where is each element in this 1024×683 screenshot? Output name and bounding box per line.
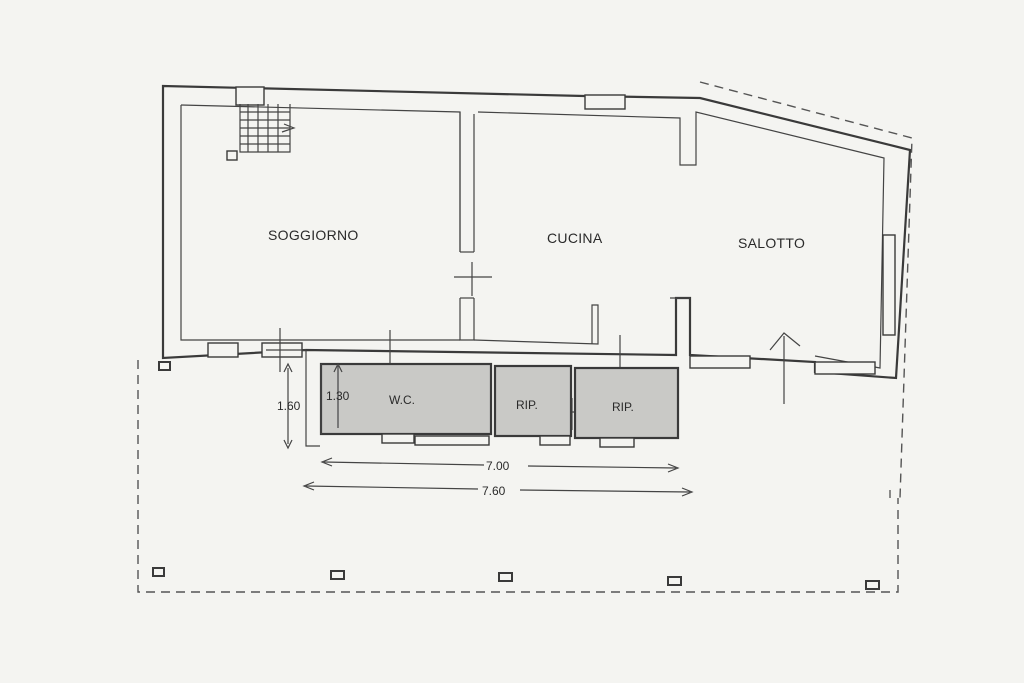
- post: [865, 580, 880, 590]
- stair-post: [226, 150, 238, 161]
- room-label-salotto: SALOTTO: [738, 235, 805, 251]
- window: [381, 433, 415, 444]
- staircase-icon: [226, 104, 296, 161]
- room-label-cucina: CUCINA: [547, 230, 603, 246]
- room-label-soggiorno: SOGGIORNO: [268, 227, 359, 243]
- soggiorno-room: [180, 105, 475, 341]
- terrace-posts: [152, 361, 880, 590]
- dimension-width-outer: 7.60: [482, 484, 506, 498]
- rip-room-1: [493, 364, 573, 438]
- window: [814, 361, 876, 375]
- window: [584, 94, 626, 110]
- post: [498, 572, 513, 582]
- post: [152, 567, 165, 577]
- window: [207, 342, 239, 358]
- dimension-width-inner: 7.00: [486, 459, 510, 473]
- dimension-height-inner: 1.30: [326, 389, 350, 403]
- annex: [305, 350, 680, 448]
- window: [539, 435, 571, 446]
- post: [667, 576, 682, 586]
- room-label-rip-1: RIP.: [516, 398, 538, 412]
- cucina-walls: [473, 297, 690, 345]
- entrance-arrow-icon: [769, 332, 801, 404]
- post: [158, 361, 171, 371]
- rip-room-2: [573, 366, 680, 440]
- window: [689, 355, 751, 369]
- windows: [207, 86, 896, 375]
- dimension-lines: [283, 362, 694, 497]
- room-label-wc: W.C.: [389, 393, 415, 407]
- porch-outline: [137, 81, 913, 593]
- room-label-rip-2: RIP.: [612, 400, 634, 414]
- window: [235, 86, 265, 106]
- window: [882, 234, 896, 336]
- window: [599, 437, 635, 448]
- window: [414, 435, 490, 446]
- post: [330, 570, 345, 580]
- dimension-height-outer: 1.60: [277, 399, 301, 413]
